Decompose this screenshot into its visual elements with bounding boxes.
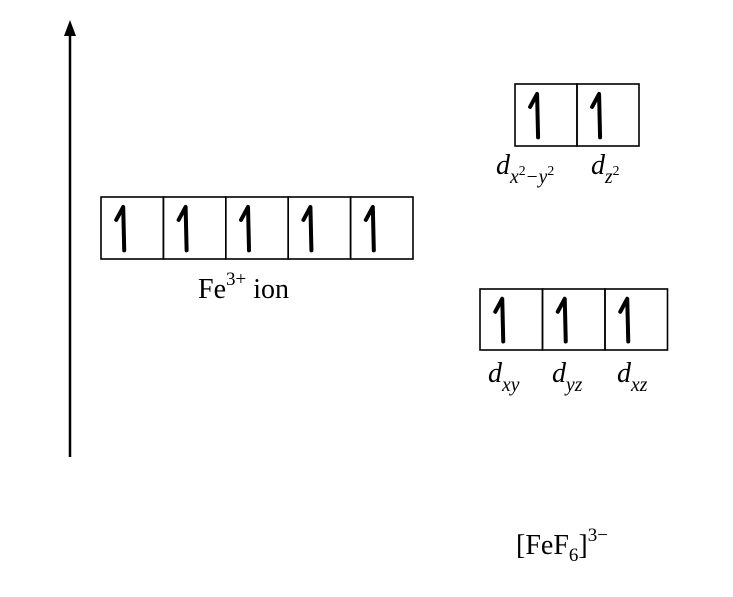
orbital-label-dx2-y2: dx2−y2 — [496, 150, 554, 188]
electron-spin-up-icon — [528, 91, 541, 140]
electron-spin-up-icon — [114, 204, 127, 253]
ion-charge: 3+ — [226, 268, 247, 290]
orbital-label-dxz: dxz — [617, 358, 647, 396]
t2g-orbital-box — [479, 288, 544, 351]
orbital-subscript: xz — [631, 374, 648, 396]
orbital-letter: d — [488, 358, 502, 389]
electron-spin-up-icon — [301, 204, 314, 253]
electron-spin-up-icon — [363, 204, 376, 253]
t2g-orbital-box — [541, 288, 606, 351]
electron-spin-up-icon — [239, 204, 252, 253]
free-ion-orbital-set — [100, 196, 414, 260]
eg-orbital-set — [514, 83, 640, 147]
orbital-subscript: xy — [502, 374, 520, 396]
orbital-letter: d — [496, 150, 510, 181]
energy-axis-arrowhead — [64, 20, 76, 36]
free-ion-orbital-box — [100, 196, 165, 260]
orbital-sub-op: − — [526, 166, 538, 188]
orbital-letter: d — [591, 150, 605, 181]
free-ion-orbital-box — [162, 196, 227, 260]
electron-spin-up-icon — [590, 91, 603, 140]
energy-axis — [64, 20, 76, 457]
t2g-orbital-set — [479, 288, 669, 351]
orbital-sub-a: x — [510, 166, 519, 188]
complex-charge: 3− — [587, 524, 608, 546]
orbital-subscript: z2 — [605, 163, 620, 188]
free-ion-orbital-box — [349, 196, 414, 260]
orbital-label-dxy: dxy — [488, 358, 519, 396]
eg-orbital-box — [514, 83, 578, 147]
free-ion-label: Fe3+ ion — [198, 270, 290, 305]
orbital-letter: d — [552, 358, 566, 389]
orbital-letter: d — [617, 358, 631, 389]
electron-spin-up-icon — [555, 296, 568, 344]
complex-subscript: 6 — [568, 544, 579, 566]
orbital-subscript: yz — [566, 374, 583, 396]
orbital-sup-b: 2 — [547, 162, 555, 178]
orbital-label-dz2: dz2 — [591, 150, 620, 188]
orbital-sub-b: y — [538, 166, 548, 188]
free-ion-orbital-box — [287, 196, 352, 260]
t2g-orbital-box — [604, 288, 669, 351]
ion-word: ion — [253, 274, 290, 305]
ion-symbol: Fe — [198, 274, 226, 305]
complex-formula-close: ] — [578, 530, 588, 561]
complex-label: [FeF6]3− — [516, 526, 608, 565]
complex-formula-open: [FeF — [516, 530, 569, 561]
electron-spin-up-icon — [618, 296, 631, 344]
eg-orbital-box — [576, 83, 640, 147]
free-ion-orbital-box — [225, 196, 290, 260]
orbital-sub-a: z — [605, 166, 613, 188]
electron-spin-up-icon — [176, 204, 189, 253]
electron-spin-up-icon — [493, 296, 506, 344]
orbital-sup-a: 2 — [518, 162, 526, 178]
orbital-subscript: x2−y2 — [510, 163, 554, 188]
orbital-label-dyz: dyz — [552, 358, 582, 396]
orbital-sup-a: 2 — [612, 162, 620, 178]
